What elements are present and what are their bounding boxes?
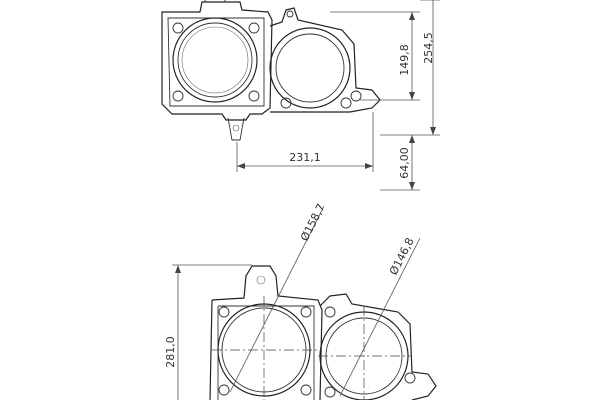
top-large-lamp-ring [181,26,249,94]
dim-254-label: 254,5 [422,32,435,64]
bottom-left-housing [211,265,323,400]
bottom-boss [300,306,312,318]
top-boss [350,90,362,102]
dim-146-label: Ø146,8 [387,236,417,278]
bottom-boss [218,306,230,318]
top-bottom-tab [227,117,245,141]
top-boss [286,10,294,18]
arrowhead [175,265,181,273]
arrowhead [409,92,415,100]
top-boss [172,90,184,102]
top-large-lamp-inner [177,22,253,98]
top-small-lamp-outer [269,27,351,109]
arrowhead [430,127,436,135]
bottom-view: Ø158,7 Ø146,8 281,0 [164,202,437,400]
dim-width-label: 231,1 [289,151,321,164]
dim-leader-158 [229,205,325,393]
bottom-boss [300,384,312,396]
dim-281-label: 281,0 [164,336,177,368]
bottom-left-edge [209,299,213,400]
arrowhead [409,12,415,20]
top-boss [248,22,260,34]
top-boss [280,97,292,109]
top-left-inner-frame [167,17,265,107]
top-small-lamp-inner [275,33,345,103]
bottom-boss [324,306,336,318]
bottom-boss [218,384,230,396]
top-right-housing [269,7,381,113]
top-boss [340,97,352,109]
top-left-housing [161,1,273,121]
bottom-right-housing [319,293,437,400]
bottom-boss [404,372,416,384]
top-boss [172,22,184,34]
dim-64-label: 64,00 [398,147,411,179]
arrowhead [409,182,415,190]
arrowhead [365,163,373,169]
bottom-tab-hole [256,275,266,285]
arrowhead [237,163,245,169]
dim-leader-146 [339,237,421,397]
top-boss [248,90,260,102]
arrowhead [409,135,415,143]
top-large-lamp-outer [172,17,258,103]
top-view: 231,1 149,8 254,5 64,00 [161,0,440,191]
dim-158-label: Ø158,7 [298,202,328,244]
dim-149-label: 149,8 [398,44,411,76]
bottom-boss [324,386,336,398]
top-tab-hole [232,124,240,132]
